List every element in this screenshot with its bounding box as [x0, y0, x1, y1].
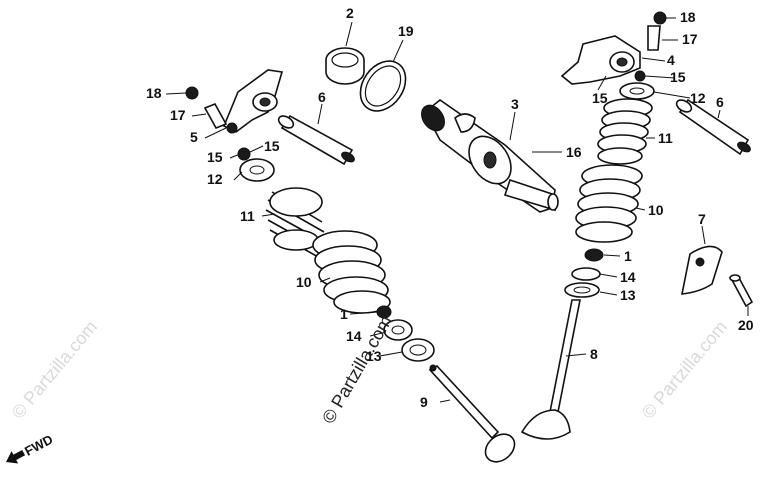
fwd-arrow-icon — [6, 449, 26, 464]
part-17-screw-left — [203, 102, 228, 130]
part-10-spring-right — [575, 164, 643, 243]
part-20-bolt — [729, 274, 754, 308]
left-adjuster-parts — [185, 86, 275, 182]
fwd-direction-indicator: FWD — [6, 432, 55, 464]
callout-15-right-a: 15 — [670, 69, 686, 85]
watermark-right: © Partzilla.com — [638, 317, 731, 423]
callout-18-right: 18 — [680, 9, 696, 25]
callout-12-left: 12 — [207, 171, 223, 187]
callout-1-left: 1 — [340, 306, 348, 322]
callout-1-right: 1 — [624, 248, 632, 264]
callout-3-camshaft: 3 — [511, 96, 519, 112]
right-valve-seat-parts — [564, 248, 604, 298]
callout-15-left-b: 15 — [207, 149, 223, 165]
callout-10-right: 10 — [648, 202, 664, 218]
callout-11-right: 11 — [658, 130, 673, 146]
callout-17-right: 17 — [682, 31, 698, 47]
leader-lines — [165, 17, 749, 403]
part-17-screw-right — [647, 25, 661, 51]
watermark-left: © Partzilla.com — [8, 317, 101, 423]
part-11-spring-left — [265, 187, 325, 259]
part-9-valve-left — [428, 364, 516, 463]
part-18-nut-right — [653, 11, 667, 25]
fwd-label: FWD — [22, 432, 55, 459]
callout-13-right: 13 — [620, 287, 636, 303]
callout-5: 5 — [190, 129, 198, 145]
callout-10-left: 10 — [296, 274, 312, 290]
callout-8: 8 — [590, 346, 598, 362]
callout-19: 19 — [398, 23, 414, 39]
callout-20: 20 — [738, 317, 754, 333]
part-5-rocker-arm-left — [222, 69, 284, 134]
part-2-collar — [325, 47, 365, 85]
callout-16: 16 — [566, 144, 582, 160]
part-11-spring-right — [597, 98, 653, 165]
part-15-washer-right — [634, 70, 646, 82]
callout-2: 2 — [346, 5, 354, 21]
watermark-top-left: © Partzilla.com — [0, 0, 91, 1]
part-19-o-ring — [359, 60, 407, 112]
part-7-arc-cover — [681, 245, 723, 295]
callouts: 2 19 3 16 6 6 18 18 17 17 5 4 15 15 15 1… — [146, 5, 754, 410]
callout-12-right: 12 — [690, 90, 706, 106]
callout-9: 9 — [420, 394, 428, 410]
part-10-spring-left — [312, 230, 391, 314]
callout-14-left: 14 — [346, 328, 362, 344]
part-3-camshaft — [421, 99, 559, 213]
callout-7: 7 — [698, 211, 706, 227]
callout-6-left: 6 — [318, 89, 326, 105]
callout-13-left: 13 — [366, 348, 382, 364]
callout-15-right-b: 15 — [592, 90, 608, 106]
callout-14-right: 14 — [620, 269, 636, 285]
callout-18-left: 18 — [146, 85, 162, 101]
part-1-seal-right — [584, 248, 604, 262]
part-18-nut-left — [185, 86, 199, 100]
callout-11-left: 11 — [240, 208, 255, 224]
callout-4: 4 — [667, 52, 675, 68]
right-adjuster-parts — [619, 11, 667, 100]
part-4-rocker-arm-right — [560, 35, 641, 85]
part-8-valve-right — [520, 299, 581, 440]
callout-15-left-a: 15 — [264, 138, 280, 154]
callout-6-right: 6 — [716, 94, 724, 110]
part-14-seat-right — [571, 267, 601, 281]
part-6-rocker-shaft-right — [675, 98, 751, 156]
left-valve-seat-parts — [376, 305, 435, 362]
part-6-rocker-shaft-left — [277, 114, 355, 166]
part-15-washer-left — [237, 147, 251, 161]
callout-17-left: 17 — [170, 107, 186, 123]
